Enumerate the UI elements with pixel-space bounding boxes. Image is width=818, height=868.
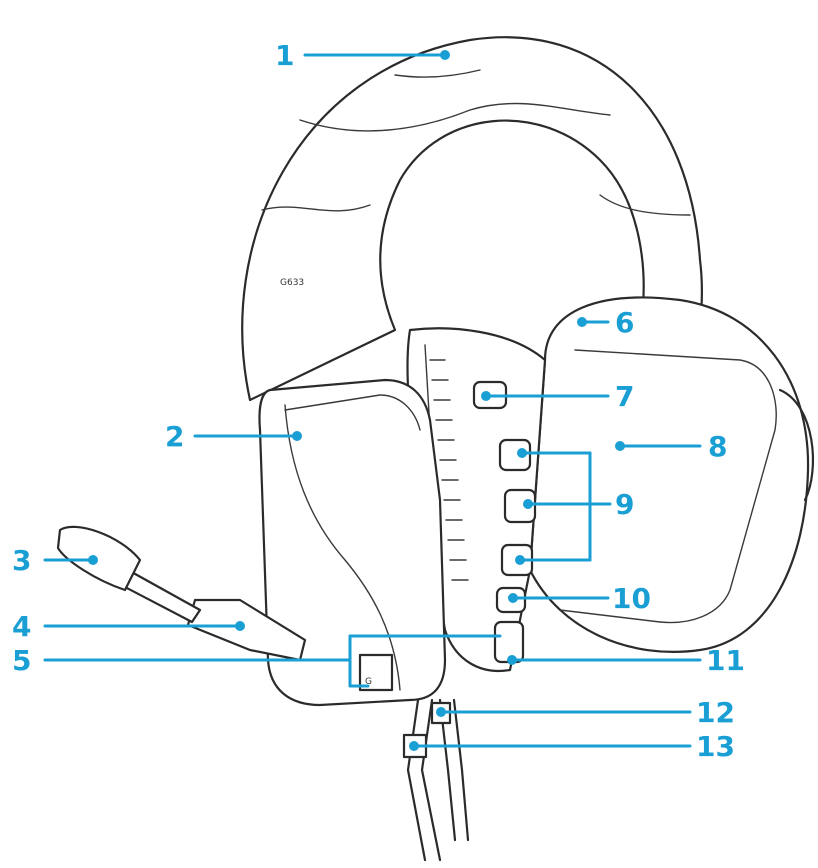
headband [241, 36, 704, 402]
callout-3: 3 [12, 544, 98, 577]
svg-text:11: 11 [706, 644, 745, 677]
callout-5: 5 [12, 634, 502, 688]
model-label: G633 [280, 278, 304, 288]
svg-text:5: 5 [12, 644, 31, 677]
left-earcup [258, 378, 447, 707]
callout-11: 11 [507, 644, 745, 677]
microphone-boom [56, 525, 307, 662]
svg-text:12: 12 [696, 696, 735, 729]
callout-7: 7 [481, 380, 634, 413]
cables [402, 698, 470, 862]
callout-6: 6 [577, 306, 634, 339]
svg-text:2: 2 [165, 420, 184, 453]
g2-button [503, 488, 537, 524]
callout-8: 8 [615, 430, 727, 463]
svg-text:7: 7 [615, 380, 634, 413]
g-logo [358, 653, 394, 692]
callout-12: 12 [436, 696, 735, 729]
callout-9: 9 [515, 448, 634, 565]
svg-text:13: 13 [696, 730, 735, 763]
callout-10: 10 [508, 582, 651, 615]
g1-button [498, 438, 532, 472]
svg-text:4: 4 [12, 610, 31, 643]
callout-13: 13 [409, 730, 735, 763]
svg-text:9: 9 [615, 488, 634, 521]
callout-4: 4 [12, 610, 245, 643]
svg-text:6: 6 [615, 306, 634, 339]
svg-text:3: 3 [12, 544, 31, 577]
callout-1: 1 [275, 39, 450, 72]
svg-text:8: 8 [708, 430, 727, 463]
right-earcup [528, 296, 815, 653]
svg-text:10: 10 [612, 582, 651, 615]
svg-text:1: 1 [275, 39, 294, 72]
callout-2: 2 [165, 420, 302, 453]
callouts: 1 2 3 4 5 6 [12, 39, 745, 763]
g-logo-letter: G [365, 677, 372, 687]
